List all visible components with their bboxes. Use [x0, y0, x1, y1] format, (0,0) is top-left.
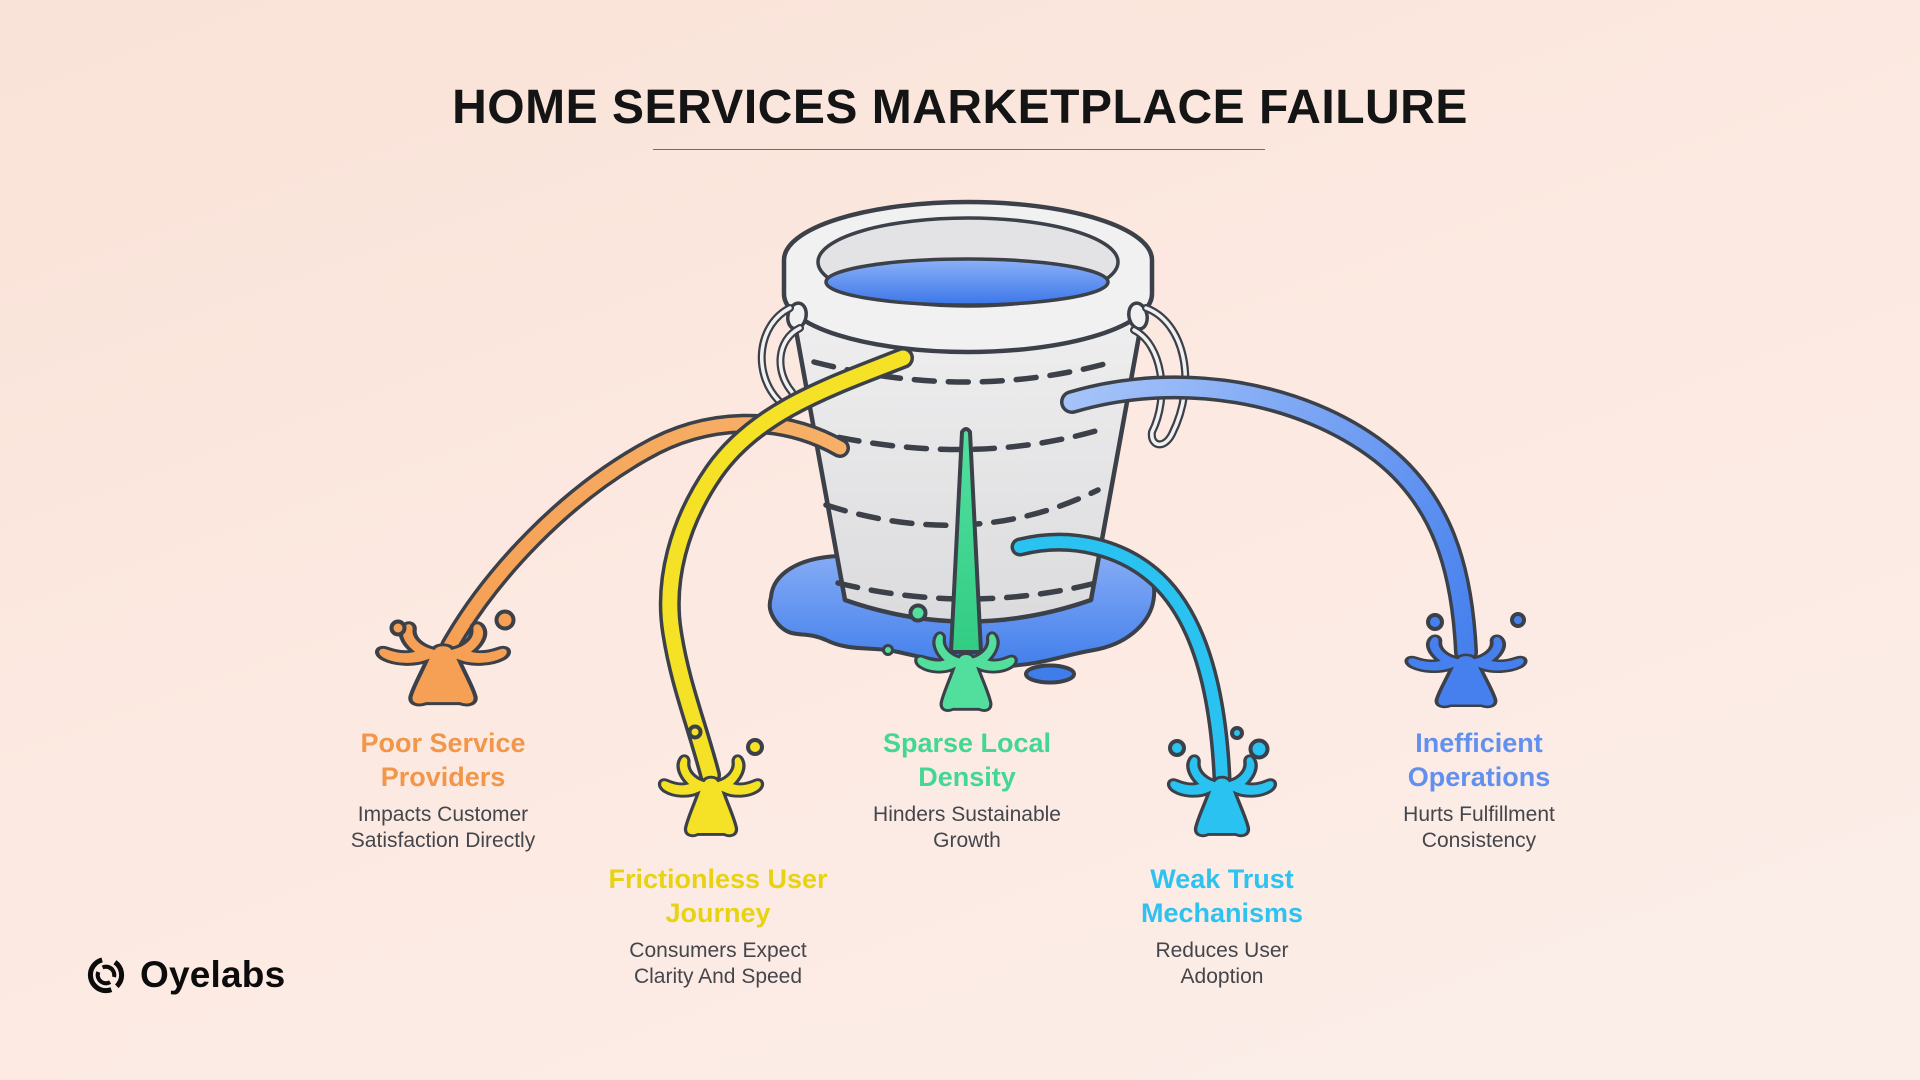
green-drip [908, 603, 928, 623]
splash-blue-icon [1404, 612, 1528, 709]
leak-label-frictionless-user-journey: Frictionless User Journey Consumers Expe… [608, 862, 827, 990]
splash-yellow-icon [657, 724, 765, 838]
leak-heading: Sparse Local Density [873, 726, 1061, 794]
sub-line: Satisfaction Directly [350, 829, 536, 852]
stream-cyan [1014, 536, 1228, 784]
brand-name: Oyelabs [140, 954, 286, 995]
leak-streams [440, 347, 1478, 788]
leak-subtext: Hinders Sustainable Growth [873, 802, 1061, 854]
stream-blue [1063, 378, 1475, 661]
leak-subtext: Consumers Expect Clarity And Speed [608, 938, 827, 990]
leak-heading: Weak Trust Mechanisms [1141, 862, 1303, 930]
sub-line: Consistency [1421, 829, 1537, 852]
leak-subtext: Reduces User Adoption [1141, 938, 1303, 990]
stream-yellow [662, 350, 911, 783]
leak-heading: Poor Service Providers [351, 726, 535, 794]
puddle-drop [1024, 663, 1076, 685]
title-underline [653, 149, 1265, 150]
stream-green [949, 427, 983, 654]
page-title: HOME SERVICES MARKETPLACE FAILURE [452, 81, 1468, 134]
leak-subtext: Hurts Fulfillment Consistency [1403, 802, 1555, 854]
heading-line: Poor Service [360, 728, 526, 758]
heading-line: Density [918, 762, 1016, 792]
splashes [377, 609, 1528, 838]
heading-line: Operations [1407, 762, 1551, 792]
sub-line: Hurts Fulfillment [1403, 803, 1555, 826]
leak-label-inefficient-operations: Inefficient Operations Hurts Fulfillment… [1403, 726, 1555, 854]
sub-line: Hinders Sustainable [873, 803, 1061, 826]
sub-line: Consumers Expect [629, 939, 807, 962]
heading-line: Journey [665, 898, 771, 928]
green-drip-small [882, 644, 894, 656]
sub-line: Reduces User [1155, 939, 1289, 962]
leak-subtext: Impacts Customer Satisfaction Directly [351, 802, 535, 854]
leak-heading: Frictionless User Journey [608, 862, 827, 930]
leak-label-poor-service-providers: Poor Service Providers Impacts Customer … [351, 726, 535, 854]
sub-line: Clarity And Speed [633, 965, 803, 988]
leak-heading: Inefficient Operations [1403, 726, 1555, 794]
leak-label-weak-trust-mechanisms: Weak Trust Mechanisms Reduces User Adopt… [1141, 862, 1303, 990]
splash-cyan-icon [1166, 726, 1278, 838]
heading-line: Frictionless User [608, 864, 828, 894]
brand-logo: Oyelabs [84, 953, 285, 997]
heading-line: Providers [380, 762, 506, 792]
sub-line: Impacts Customer [357, 803, 529, 826]
heading-line: Mechanisms [1140, 898, 1304, 928]
heading-line: Weak Trust [1150, 864, 1294, 894]
splash-orange-icon [377, 609, 516, 705]
sub-line: Growth [933, 829, 1001, 852]
heading-line: Inefficient [1415, 728, 1543, 758]
leak-label-sparse-local-density: Sparse Local Density Hinders Sustainable… [873, 726, 1061, 854]
oyelabs-logo-icon [87, 956, 125, 994]
bucket-water [824, 257, 1110, 307]
heading-line: Sparse Local [882, 728, 1052, 758]
bucket-handle-right [1127, 301, 1190, 449]
sub-line: Adoption [1180, 965, 1264, 988]
